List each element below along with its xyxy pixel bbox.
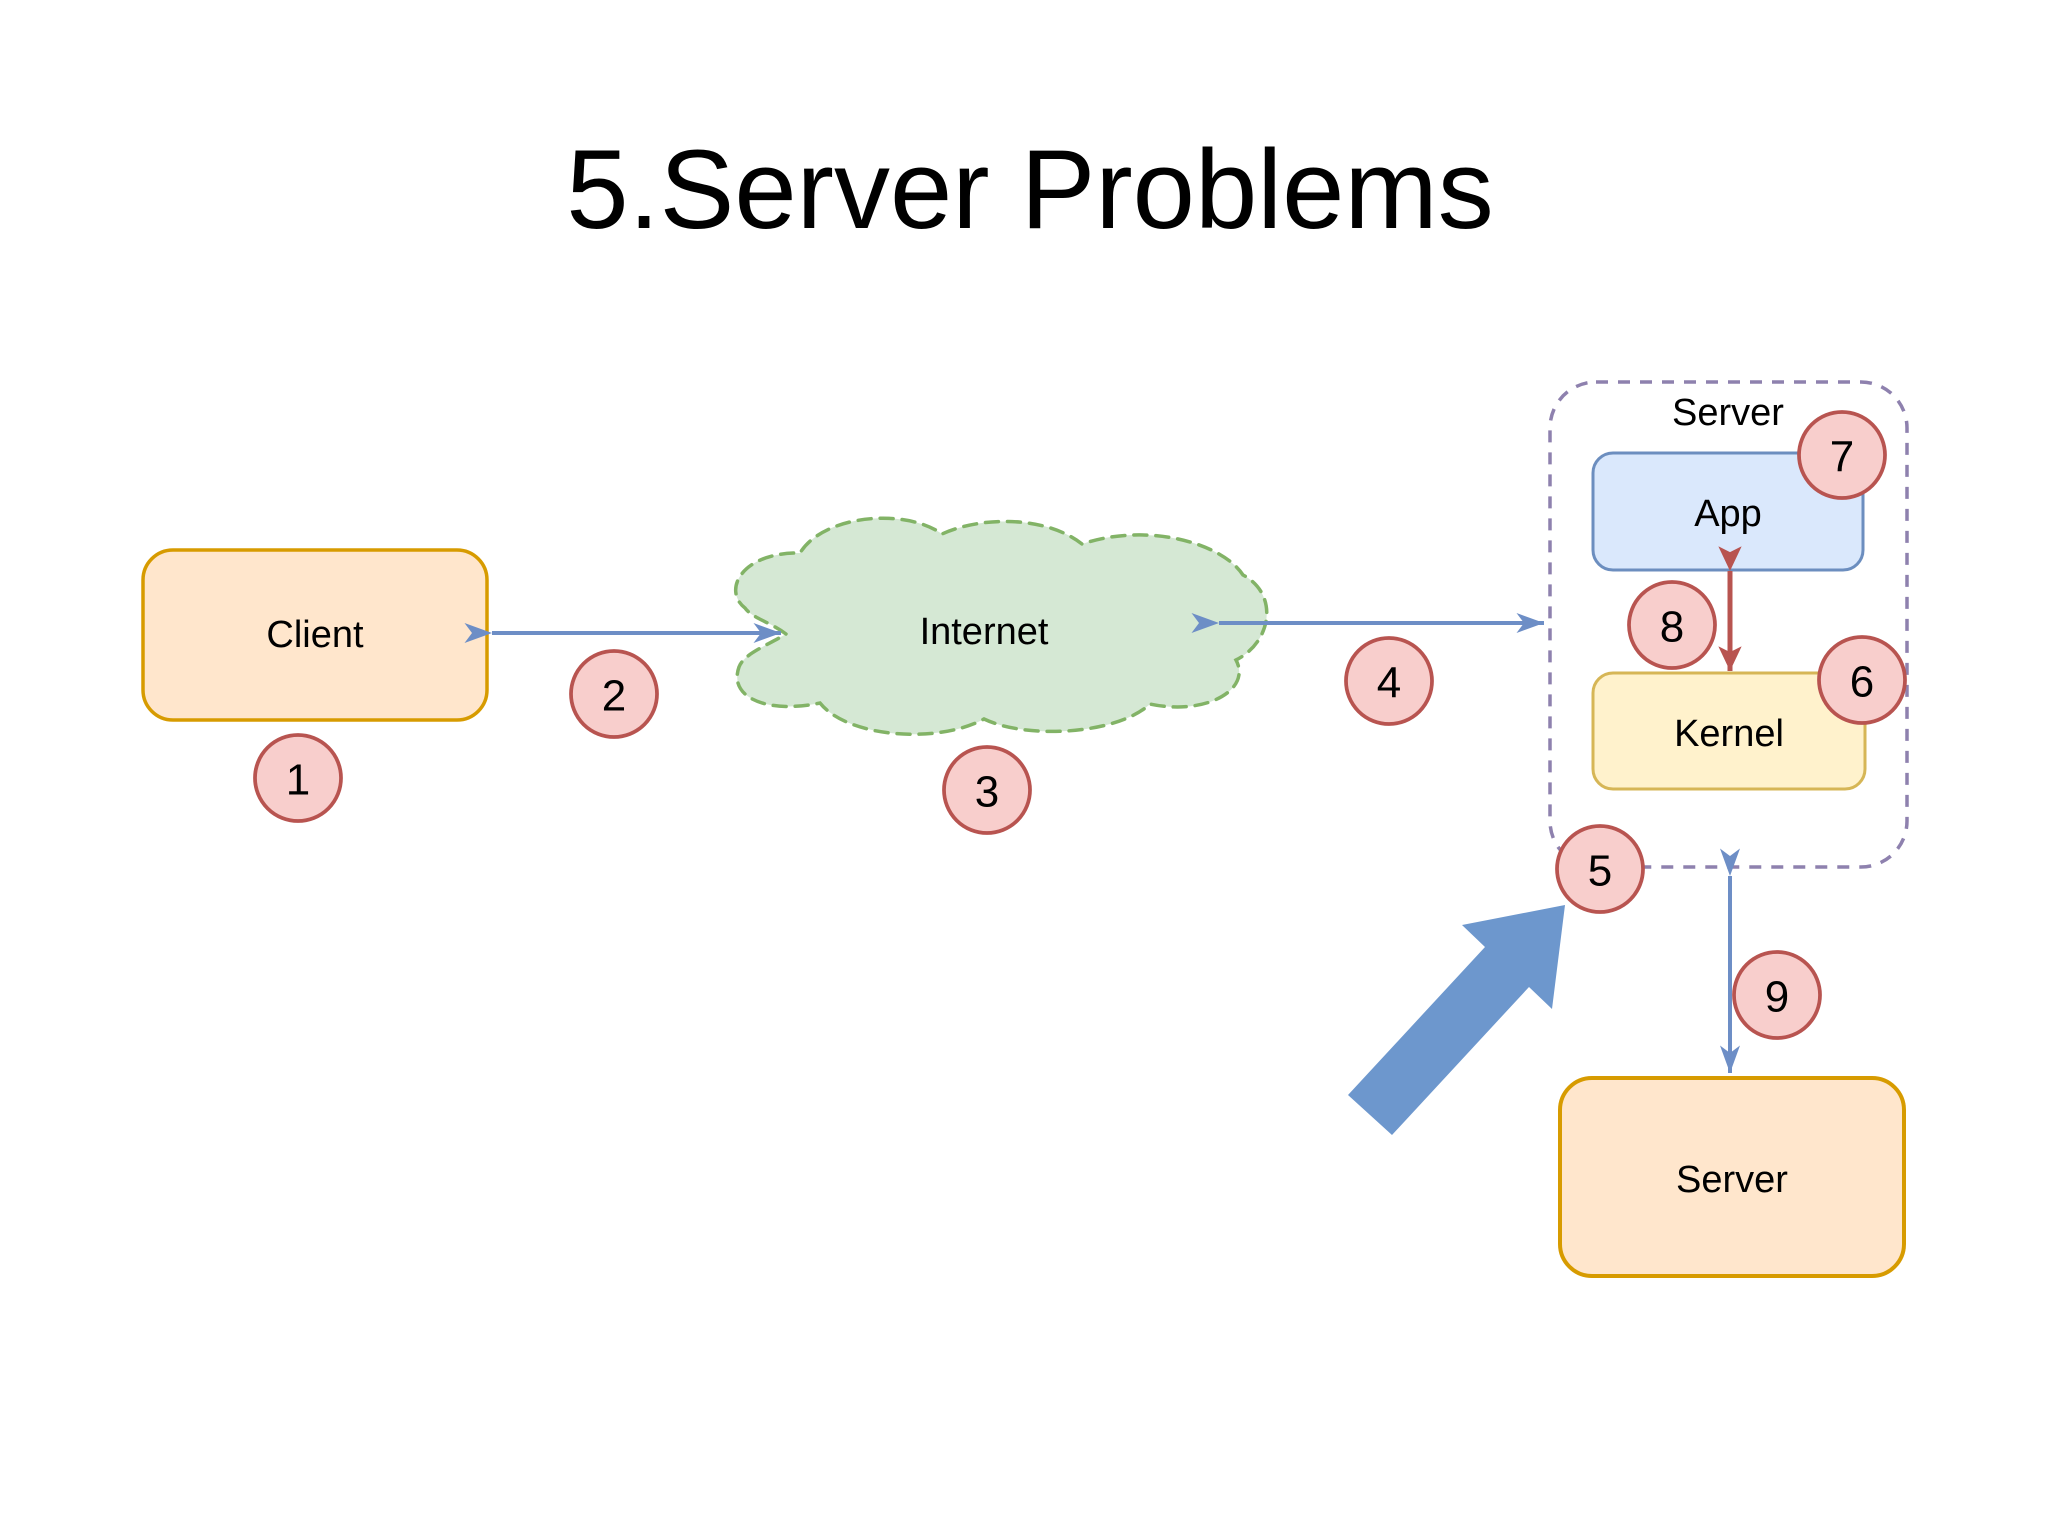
badge-8: 8 [1627,580,1717,670]
badge-circle [1555,824,1645,914]
kernel-label: Kernel [1674,713,1784,755]
server-label: Server [1676,1159,1788,1201]
badge-3: 3 [942,745,1032,835]
page-title: 5.Server Problems [566,127,1493,252]
badge-number: 8 [1660,603,1684,652]
badge-number: 1 [286,756,310,805]
badge-4: 4 [1344,636,1434,726]
badge-6: 6 [1817,635,1907,725]
badge-circle [569,649,659,739]
server-node: Server [1558,1076,1906,1278]
badge-number: 2 [602,672,626,721]
client-label: Client [266,614,364,656]
badge-circle [1797,410,1887,500]
badge-5: 5 [1555,824,1645,914]
internet-cloud: Internet [733,516,1269,736]
badge-circle [1627,580,1717,670]
badge-number: 6 [1850,658,1874,707]
internet-label: Internet [920,611,1049,653]
kernel-node: Kernel [1591,671,1867,791]
badge-1: 1 [253,733,343,823]
badge-number: 4 [1377,659,1401,708]
badge-circle [1732,950,1822,1040]
badge-number: 3 [975,768,999,817]
badge-7: 7 [1797,410,1887,500]
cloud-shape [733,516,1269,736]
badge-number: 7 [1830,433,1854,482]
badge-circle [253,733,343,823]
app-label: App [1694,493,1762,535]
badge-9: 9 [1732,950,1822,1040]
app-node: App [1591,451,1865,572]
badge-circle [1817,635,1907,725]
badge-number: 5 [1588,847,1612,896]
kernel-box [1591,671,1867,791]
client-node: Client [141,548,489,722]
badge-number: 9 [1765,973,1789,1022]
server-group-label: Server [1672,392,1784,434]
badge-circle [942,745,1032,835]
big-up-right-arrow-icon [1348,905,1565,1135]
badge-circle [1344,636,1434,726]
badge-2: 2 [569,649,659,739]
server-box [1558,1076,1906,1278]
